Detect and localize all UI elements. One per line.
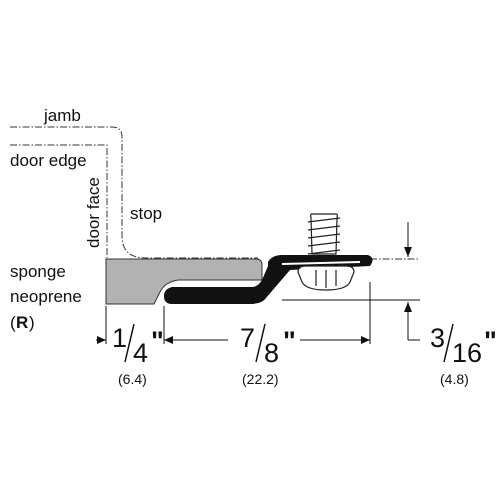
screw-icon <box>297 213 355 291</box>
dim-3-num: 3 <box>430 323 445 353</box>
screw-threads <box>307 217 341 255</box>
dim-3-slash <box>443 323 454 363</box>
dim-2-num: 7 <box>240 323 255 353</box>
arrow-height-top <box>404 247 412 257</box>
dimension-width-2: 7 8 " (22.2) <box>240 323 296 387</box>
dim-2-unit: " <box>283 326 296 356</box>
dim-1-num: 1 <box>112 323 127 353</box>
label-material-mark: R <box>16 313 28 332</box>
arrow-width-2-right <box>361 336 370 344</box>
dim-3-den: 16 <box>452 338 482 368</box>
label-material-line1: sponge <box>10 262 66 281</box>
label-stop: stop <box>130 204 162 223</box>
registered-mark-icon: ( R ) <box>10 313 35 332</box>
dim-1-unit: " <box>151 326 164 356</box>
dim-3-unit: " <box>484 326 497 356</box>
dim-1-den: 4 <box>133 338 148 368</box>
dimension-height: 3 16 " (4.8) <box>430 323 497 387</box>
screw-shank <box>310 213 338 255</box>
dim-2-slash <box>255 323 266 363</box>
label-material-mark-open: ( <box>10 313 16 332</box>
door-edge-line <box>10 144 108 258</box>
dim-3-metric: (4.8) <box>440 371 469 387</box>
arrow-width-1 <box>97 336 106 344</box>
label-material-mark-close: ) <box>29 313 35 332</box>
label-door-edge: door edge <box>10 151 87 170</box>
dim-1-slash <box>124 323 135 363</box>
jamb-outline <box>10 126 258 259</box>
arrow-width-2-left <box>164 336 173 344</box>
label-door-face: door face <box>84 177 103 248</box>
sponge-neoprene-body <box>105 258 263 305</box>
dimension-width-1: 1 4 " (6.4) <box>112 323 164 387</box>
dim-1-metric: (6.4) <box>118 371 147 387</box>
profile-inner-line <box>281 261 361 265</box>
dim-2-den: 8 <box>264 338 279 368</box>
screw-slot <box>315 270 337 288</box>
label-material-line2: neoprene <box>10 287 82 306</box>
dim-2-metric: (22.2) <box>242 371 279 387</box>
arrow-height-bottom <box>404 302 412 312</box>
label-jamb: jamb <box>43 106 81 125</box>
